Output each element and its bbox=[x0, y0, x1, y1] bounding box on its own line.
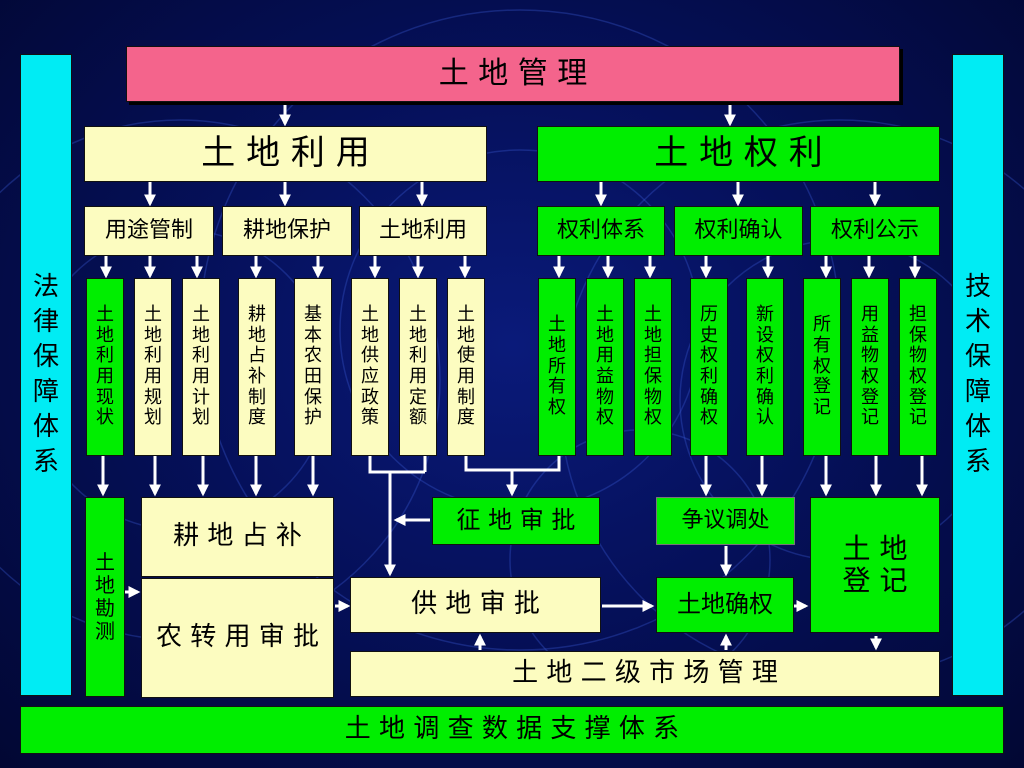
header-title: 土 地 管 理 bbox=[438, 55, 588, 91]
item-farmland-balance: 耕地占补制度 bbox=[238, 278, 276, 456]
item-basic-farmland: 基本农田保护 bbox=[294, 278, 332, 456]
item-use-quota: 土地利用定额 bbox=[399, 278, 437, 456]
data-support-footer: 土 地 调 查 数 据 支 撑 体 系 bbox=[20, 706, 1004, 754]
rights-confirmation-result-box: 土地确权 bbox=[656, 577, 794, 633]
rights-confirmation-box: 权利确认 bbox=[674, 206, 803, 256]
vertical-label: 土地担保物权 bbox=[644, 303, 662, 429]
vertical-label: 新设权利确认 bbox=[756, 303, 774, 429]
item-ownership-registration: 所有权登记 bbox=[803, 278, 841, 456]
land-rights-category: 土 地 权 利 bbox=[537, 126, 940, 182]
vertical-label: 土地利用计划 bbox=[192, 303, 210, 429]
tech-guarantee-pillar: 技术保障体系 bbox=[952, 54, 1004, 696]
conversion-approval-box: 农 转 用 审 批 bbox=[141, 578, 334, 698]
item-land-use-status: 土地利用现状 bbox=[86, 278, 124, 456]
vertical-label: 土地用益物权 bbox=[596, 303, 614, 429]
item-use-system: 土地使用制度 bbox=[447, 278, 485, 456]
vertical-label: 法律保障体系 bbox=[32, 271, 59, 478]
land-usage-category: 土 地 利 用 bbox=[84, 126, 487, 182]
expropriation-approval-box: 征 地 审 批 bbox=[432, 497, 600, 545]
vertical-label: 基本农田保护 bbox=[304, 303, 322, 429]
vertical-label: 土地使用制度 bbox=[457, 303, 475, 429]
land-management-header: 土 地 管 理 bbox=[126, 46, 900, 102]
vertical-label: 土地供应政策 bbox=[361, 303, 379, 429]
land-registration-box: 土 地 登 记 bbox=[810, 497, 940, 633]
vertical-label: 耕地占补制度 bbox=[248, 303, 266, 429]
supply-approval-box: 供 地 审 批 bbox=[350, 577, 601, 633]
item-security-registration: 担保物权登记 bbox=[899, 278, 937, 456]
vertical-label: 用益物权登记 bbox=[861, 303, 879, 429]
dispute-mediation-box: 争议调处 bbox=[656, 497, 795, 545]
item-security-right: 土地担保物权 bbox=[634, 278, 672, 456]
vertical-label: 土地利用现状 bbox=[96, 303, 114, 429]
secondary-market-box: 土 地 二 级 市 场 管 理 bbox=[350, 651, 940, 697]
item-historical-confirmation: 历史权利确权 bbox=[690, 278, 728, 456]
vertical-label: 所有权登记 bbox=[813, 314, 831, 419]
vertical-label: 土地勘测 bbox=[95, 550, 115, 643]
vertical-label: 历史权利确权 bbox=[700, 303, 718, 429]
item-new-rights-confirmation: 新设权利确认 bbox=[746, 278, 784, 456]
rights-system-box: 权利体系 bbox=[537, 206, 665, 256]
item-usufruct-registration: 用益物权登记 bbox=[851, 278, 889, 456]
farmland-protection-box: 耕地保护 bbox=[222, 206, 352, 256]
vertical-label: 担保物权登记 bbox=[909, 303, 927, 429]
usage-control-box: 用途管制 bbox=[84, 206, 214, 256]
land-survey-box: 土地勘测 bbox=[85, 497, 125, 697]
item-usufruct-right: 土地用益物权 bbox=[586, 278, 624, 456]
legal-guarantee-pillar: 法律保障体系 bbox=[20, 54, 72, 696]
item-land-use-planning: 土地利用规划 bbox=[134, 278, 172, 456]
farmland-occupy-box: 耕 地 占 补 bbox=[141, 497, 334, 577]
vertical-label: 土地利用定额 bbox=[409, 303, 427, 429]
rights-publicity-box: 权利公示 bbox=[810, 206, 940, 256]
usage-sub-box: 土地利用 bbox=[359, 206, 487, 256]
item-supply-policy: 土地供应政策 bbox=[351, 278, 389, 456]
item-land-ownership: 土地所有权 bbox=[538, 278, 576, 456]
vertical-label: 土地所有权 bbox=[548, 314, 566, 419]
item-land-use-plan: 土地利用计划 bbox=[182, 278, 220, 456]
vertical-label: 土地利用规划 bbox=[144, 303, 162, 429]
vertical-label: 技术保障体系 bbox=[964, 271, 991, 478]
